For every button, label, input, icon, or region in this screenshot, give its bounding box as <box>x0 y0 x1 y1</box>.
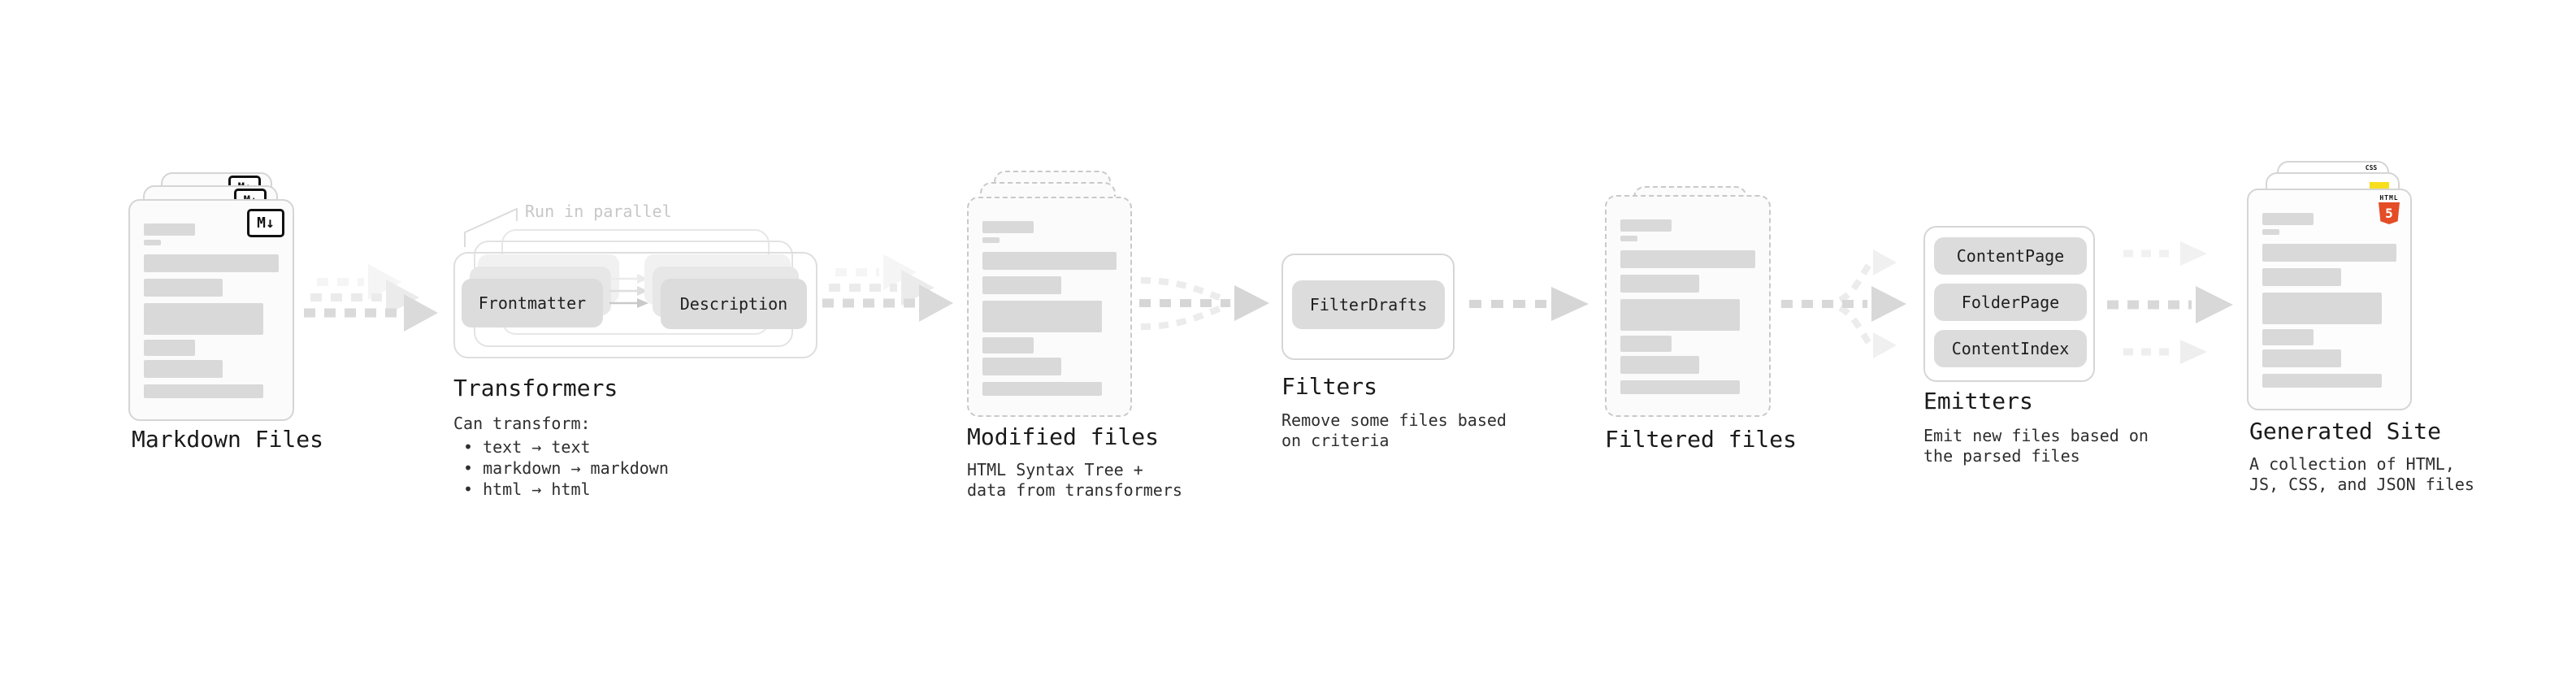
stage-label-emitters: Emitters <box>1923 388 2033 414</box>
transformer-pill-description: Description <box>661 279 807 329</box>
flow-arrow-filtered-to-emitters <box>1781 249 1906 358</box>
transformers-desc-heading: Can transform: <box>453 414 591 433</box>
bullet-item: • text → text <box>463 437 591 457</box>
doc-content-skeleton <box>144 223 279 398</box>
parallel-transform-arrows <box>609 274 648 308</box>
doc-page: HTML 5 <box>2247 189 2412 410</box>
emitter-pill-contentpage: ContentPage <box>1934 237 2087 275</box>
desc-line: A collection of HTML, <box>2249 454 2455 474</box>
html5-icon: HTML 5 <box>2379 194 2400 224</box>
transformers-bullet-list: • text → text • markdown → markdown • ht… <box>453 436 669 500</box>
desc-line: Remove some files based <box>1281 410 1507 430</box>
doc-content-skeleton <box>1620 219 1755 394</box>
html5-icon-shield: 5 <box>2379 202 2400 224</box>
emitter-pill-contentindex: ContentIndex <box>1934 330 2087 367</box>
stage-label-transformers: Transformers <box>453 375 618 401</box>
flow-arrow-emitters-to-generated <box>2107 241 2233 364</box>
css-icon-label: CSS <box>2365 164 2378 171</box>
stage-label-generated-site: Generated Site <box>2249 418 2442 445</box>
desc-line: on criteria <box>1281 431 1390 450</box>
desc-line: HTML Syntax Tree + <box>967 460 1143 479</box>
doc-page <box>1605 195 1771 417</box>
stage-label-markdown-files: Markdown Files <box>132 426 324 453</box>
transformer-pill-frontmatter: Frontmatter <box>462 279 603 327</box>
desc-line: data from transformers <box>967 480 1182 500</box>
bullet-item: • markdown → markdown <box>463 458 669 478</box>
doc-content-skeleton <box>982 221 1117 396</box>
stage-label-filters: Filters <box>1281 373 1378 400</box>
run-in-parallel-annotation: Run in parallel <box>525 202 672 221</box>
doc-content-skeleton <box>2262 213 2396 388</box>
filters-desc: Remove some files based on criteria <box>1281 410 1507 451</box>
flow-arrow-modified-to-filters <box>1139 277 1269 330</box>
generated-site-desc: A collection of HTML, JS, CSS, and JSON … <box>2249 454 2474 495</box>
run-in-parallel-callout-line <box>464 207 518 247</box>
stage-label-filtered-files: Filtered files <box>1605 426 1798 453</box>
emitter-pill-folderpage: FolderPage <box>1934 284 2087 321</box>
modified-files-desc: HTML Syntax Tree + data from transformer… <box>967 460 1182 501</box>
desc-line: JS, CSS, and JSON files <box>2249 475 2474 494</box>
bullet-item: • html → html <box>463 479 591 499</box>
doc-page <box>967 197 1132 417</box>
markdown-icon: M↓ <box>247 209 284 237</box>
flow-arrow-filters-to-filtered <box>1469 287 1589 321</box>
transformer-box-front <box>453 252 817 358</box>
desc-line: Emit new files based on <box>1923 426 2149 445</box>
filter-pill-filterdrafts: FilterDrafts <box>1292 280 1445 329</box>
emitters-desc: Emit new files based on the parsed files <box>1923 426 2149 466</box>
doc-page: M↓ <box>128 199 294 421</box>
stage-label-modified-files: Modified files <box>967 423 1160 450</box>
desc-line: the parsed files <box>1923 446 2080 466</box>
flow-arrow-markdown-to-transformers <box>304 264 438 332</box>
flow-arrow-transformers-to-modified <box>822 254 953 322</box>
html5-icon-word: HTML <box>2379 194 2399 202</box>
